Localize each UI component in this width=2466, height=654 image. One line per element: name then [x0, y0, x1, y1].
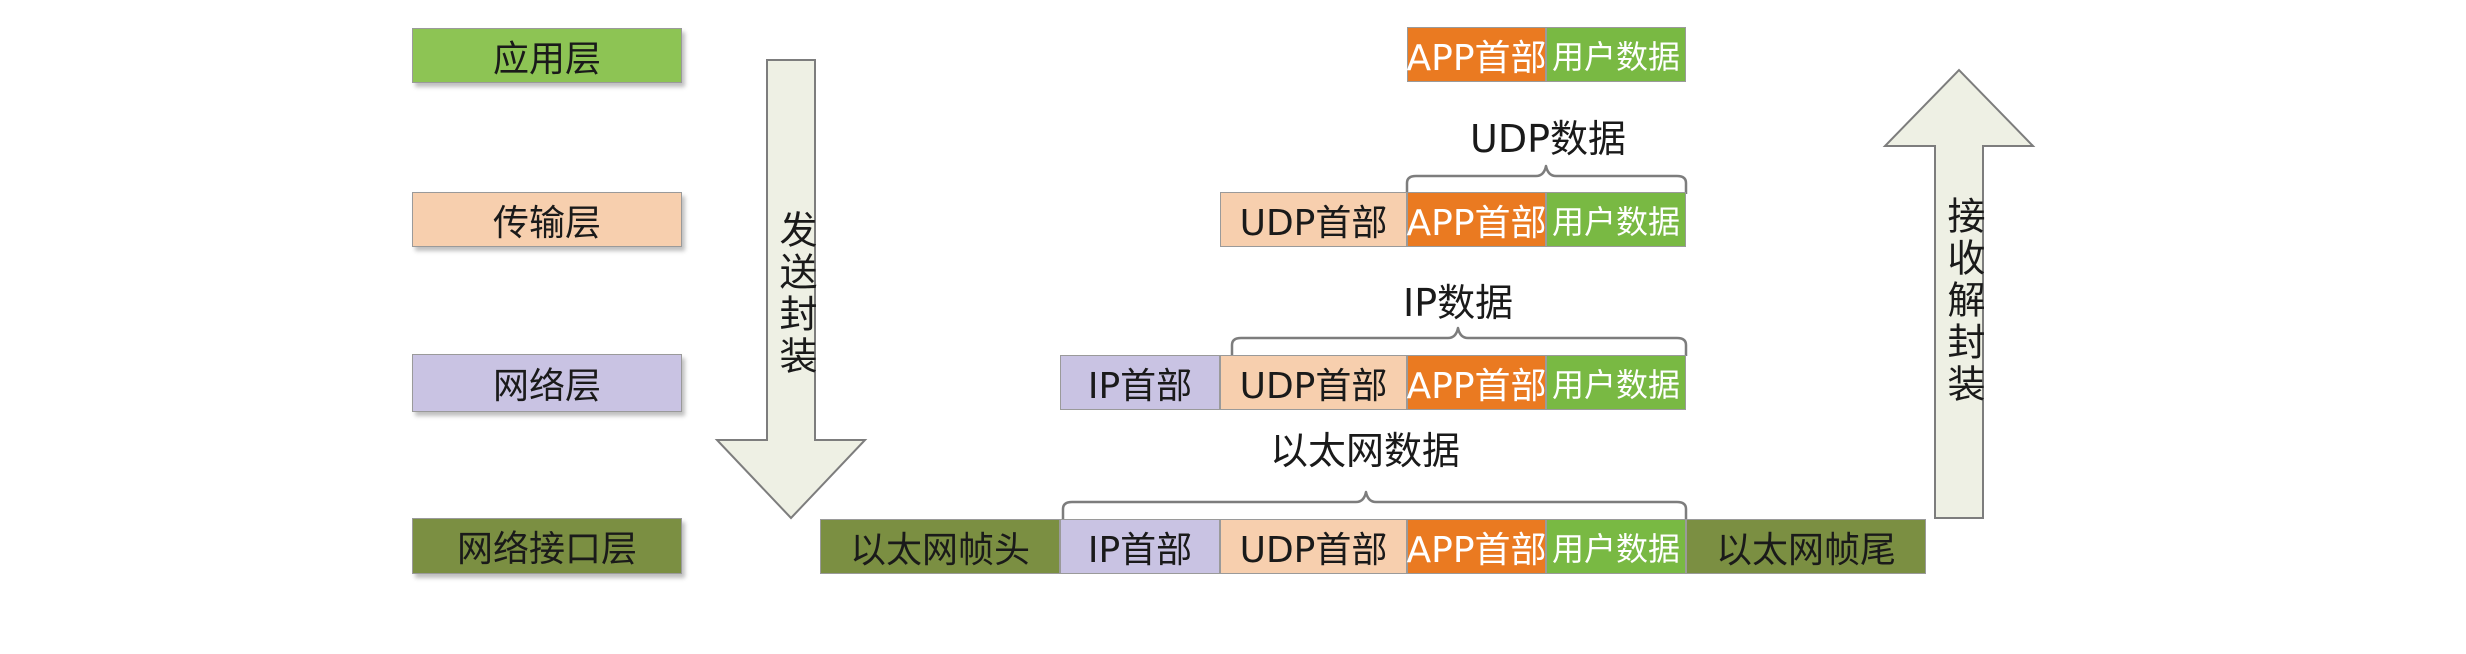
udp-data-label: UDP数据 [1470, 117, 1626, 161]
udp-header-segment: UDP首部 [1220, 355, 1407, 410]
app-header-segment: APP首部 [1406, 192, 1547, 247]
layer-transport: 传输层 [412, 192, 682, 247]
layer-network: 网络层 [412, 354, 682, 412]
app-header-segment: APP首部 [1406, 355, 1547, 410]
ip-data-brace [1230, 326, 1688, 356]
app-header-segment: APP首部 [1406, 519, 1547, 574]
ip-header-segment: IP首部 [1060, 355, 1220, 410]
udp-header-segment: UDP首部 [1220, 192, 1407, 247]
receive-decapsulation-arrow [1882, 68, 2036, 519]
user-data-segment: 用户数据 [1546, 192, 1686, 247]
ethernet-data-brace [1061, 490, 1688, 520]
app-header-segment: APP首部 [1406, 27, 1547, 82]
send-encapsulation-label: 发送封装 [773, 210, 817, 378]
user-data-segment: 用户数据 [1546, 519, 1686, 574]
ip-data-label: IP数据 [1403, 281, 1514, 325]
user-data-segment: 用户数据 [1546, 27, 1686, 82]
receive-decapsulation-label: 接收解封装 [1941, 196, 1985, 406]
user-data-segment: 用户数据 [1546, 355, 1686, 410]
send-encapsulation-arrow [714, 59, 868, 520]
ip-header-segment: IP首部 [1060, 519, 1220, 574]
ethernet-frame-head-segment: 以太网帧头 [820, 519, 1060, 574]
udp-data-brace [1405, 164, 1688, 194]
ethernet-data-label: 以太网数据 [1270, 429, 1461, 473]
layer-application: 应用层 [412, 28, 682, 83]
ethernet-frame-tail-segment: 以太网帧尾 [1686, 519, 1926, 574]
udp-header-segment: UDP首部 [1220, 519, 1407, 574]
layer-network-interface: 网络接口层 [412, 518, 682, 574]
